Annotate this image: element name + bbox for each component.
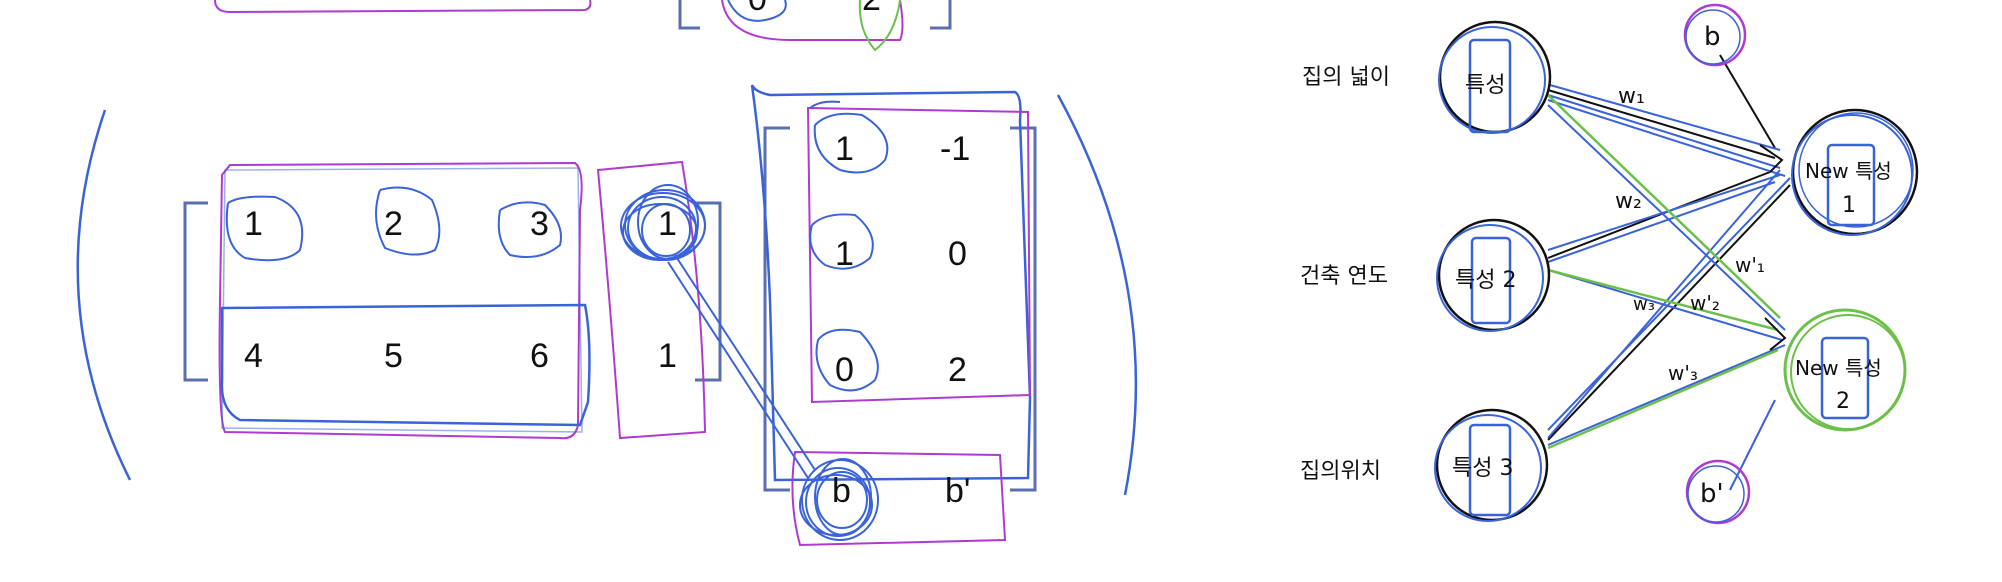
output-node-index: 1 xyxy=(1842,193,1856,218)
matrix-w-cell: 0 xyxy=(835,351,854,389)
output-node-title: New 특성 xyxy=(1805,159,1892,183)
right-parenthesis xyxy=(1056,94,1138,496)
output-node: New 특성 2 xyxy=(1783,308,1907,432)
weight-label: w₃ xyxy=(1633,294,1655,315)
matrix-w: 1 -1 1 0 0 2 xyxy=(750,84,1037,492)
matrix-x-cell: 5 xyxy=(384,337,403,375)
bias-node: b' xyxy=(1685,459,1751,525)
bias-node-label: b' xyxy=(1700,479,1724,509)
input-node-label: 특성 3 xyxy=(1452,456,1513,481)
matrix-x: 1 2 3 4 5 6 xyxy=(183,161,722,440)
matrix-x-cell: 3 xyxy=(530,205,549,243)
bias-row-scribble xyxy=(799,458,879,541)
input-node-label: 특성 xyxy=(1465,73,1505,98)
bias-node-label: b xyxy=(1704,22,1721,52)
matrix-w-left-bracket xyxy=(763,126,790,492)
left-parenthesis xyxy=(76,109,132,481)
bias-row-cell: b xyxy=(832,472,851,510)
bias-node: b xyxy=(1683,3,1747,67)
bias-column-cell: 1 xyxy=(658,205,677,243)
matrix-w-cell: 2 xyxy=(948,351,967,389)
matrix-w-cell: 1 xyxy=(835,130,854,168)
input-node: 특성 xyxy=(1438,20,1552,134)
weight-label: w₂ xyxy=(1615,189,1642,214)
matrix-x-cell: 4 xyxy=(244,337,263,375)
matrix-x-cell: 1 xyxy=(244,205,263,243)
arrowheads xyxy=(1759,144,1787,351)
weight-edges-black xyxy=(1547,54,1791,441)
bias-connector-line xyxy=(667,261,809,479)
input-label: 집의위치 xyxy=(1300,459,1381,484)
matrix-x-right-bracket xyxy=(695,201,722,382)
matrix-w-cell: 0 xyxy=(948,235,967,273)
weight-label: w'₂ xyxy=(1690,291,1720,315)
bias-column: 1 1 xyxy=(596,160,707,440)
matrix-w-cell: 1 xyxy=(835,235,854,273)
top-cropped-fragment: 0 2 xyxy=(214,0,952,52)
bias-column-scribble xyxy=(620,184,706,261)
bias-column-cell: 1 xyxy=(658,337,677,375)
matrix-w-right-bracket xyxy=(1010,126,1037,492)
weight-label: w'₁ xyxy=(1735,253,1765,277)
input-label: 집의 넓이 xyxy=(1302,65,1390,90)
input-node: 특성 3 xyxy=(1434,408,1549,522)
output-node-title: New 특성 xyxy=(1795,356,1882,380)
input-node: 특성 2 xyxy=(1436,218,1551,332)
bias-row-cell: b' xyxy=(945,472,970,510)
matrix-w-cell: -1 xyxy=(940,130,970,168)
weight-edges-blue xyxy=(1547,84,1791,491)
bias-connector-line xyxy=(674,254,816,471)
weight-label: w'₃ xyxy=(1668,361,1698,385)
output-node-index: 2 xyxy=(1836,389,1850,414)
top-cropped-value: 0 xyxy=(748,0,767,18)
bias-row: b b' xyxy=(791,450,1007,547)
top-cropped-value: 2 xyxy=(862,0,881,18)
matrix-x-cell: 6 xyxy=(530,337,549,375)
neural-network: 집의 넓이 건축 연도 집의위치 xyxy=(1300,3,1919,525)
input-label: 건축 연도 xyxy=(1300,264,1388,289)
weight-label: w₁ xyxy=(1618,84,1645,109)
matrix-x-left-bracket xyxy=(183,201,208,382)
weight-edges-green xyxy=(1547,94,1781,450)
output-node: New 특성 1 xyxy=(1791,108,1919,236)
input-node-label: 특성 2 xyxy=(1455,268,1516,293)
matrix-x-cell: 2 xyxy=(384,205,403,243)
